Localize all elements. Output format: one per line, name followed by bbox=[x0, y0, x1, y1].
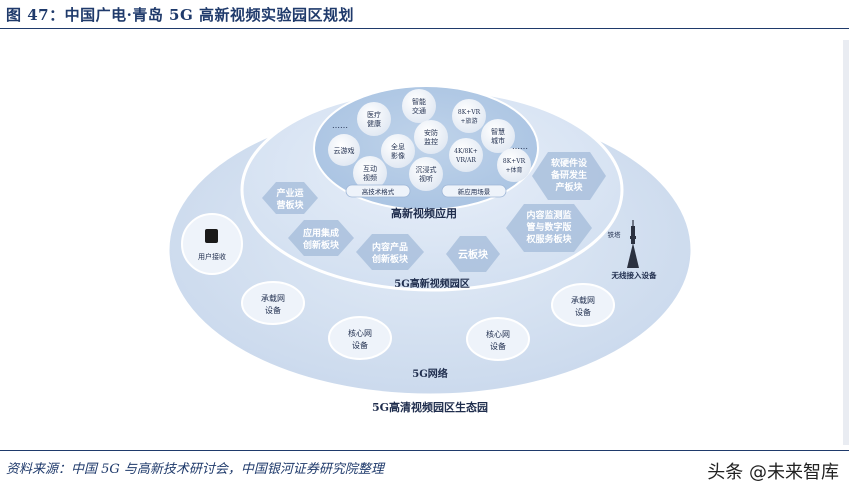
svg-text:核心网: 核心网 bbox=[486, 329, 510, 339]
app-bubble-8k-vr-sports: 8K+VR +体育 bbox=[497, 148, 531, 182]
svg-text:备研发生: 备研发生 bbox=[550, 169, 587, 181]
app-bubble-healthcare: 医疗 健康 bbox=[357, 102, 391, 136]
network-node-core-right: 核心网 设备 bbox=[466, 317, 530, 361]
source-divider bbox=[0, 450, 849, 451]
svg-text:4K/8K+: 4K/8K+ bbox=[454, 148, 478, 155]
svg-text:设备: 设备 bbox=[265, 305, 281, 315]
user-access-node: 用户接收 bbox=[181, 213, 243, 275]
source-note: 资料来源：中国 5G 与高新技术研讨会，中国银河证券研究院整理 bbox=[6, 462, 384, 477]
svg-text:互动: 互动 bbox=[363, 164, 377, 173]
app-bubble-8k-vr-tourism: 8K+VR +旅游 bbox=[452, 99, 486, 133]
page-edge bbox=[843, 40, 849, 445]
network-label: 5G网络 bbox=[412, 367, 448, 380]
svg-text:内容产品: 内容产品 bbox=[372, 241, 408, 253]
wireless-label: 无线接入设备 bbox=[611, 270, 657, 280]
svg-text:软硬件设: 软硬件设 bbox=[551, 157, 588, 169]
svg-text:营板块: 营板块 bbox=[276, 199, 304, 211]
svg-text:VR/AR: VR/AR bbox=[455, 157, 476, 164]
svg-text:监控: 监控 bbox=[424, 137, 438, 146]
svg-text:云游戏: 云游戏 bbox=[334, 146, 355, 155]
svg-text:创新板块: 创新板块 bbox=[302, 239, 340, 251]
svg-text:核心网: 核心网 bbox=[348, 328, 372, 338]
svg-text:视听: 视听 bbox=[419, 174, 433, 183]
svg-text:沉浸式: 沉浸式 bbox=[416, 165, 437, 174]
svg-text:交通: 交通 bbox=[412, 106, 426, 115]
svg-text:产板块: 产板块 bbox=[555, 181, 583, 193]
hex-content-product: 内容产品 创新板块 bbox=[356, 234, 424, 270]
tab-high-tech-format: 高技术格式 bbox=[345, 184, 411, 198]
svg-text:承载网: 承载网 bbox=[571, 295, 595, 305]
svg-text:云板块: 云板块 bbox=[458, 248, 489, 261]
svg-text:创新板块: 创新板块 bbox=[371, 253, 409, 265]
svg-text:安防: 安防 bbox=[424, 128, 438, 137]
svg-text:设备: 设备 bbox=[490, 341, 506, 351]
svg-text:智慧: 智慧 bbox=[491, 127, 505, 136]
svg-text:8K+VR: 8K+VR bbox=[503, 158, 526, 165]
svg-text:管与数字版: 管与数字版 bbox=[526, 221, 571, 233]
svg-text:影像: 影像 bbox=[391, 151, 405, 160]
svg-text:城市: 城市 bbox=[491, 136, 505, 145]
app-ellipsis-right: …… bbox=[512, 142, 528, 151]
application-label: 高新视频应用 bbox=[391, 206, 457, 220]
network-node-core-left: 核心网 设备 bbox=[328, 316, 392, 360]
svg-text:高技术格式: 高技术格式 bbox=[362, 187, 395, 196]
watermark: 头条 @未来智库 bbox=[707, 462, 839, 483]
app-bubble-security: 安防 监控 bbox=[414, 120, 448, 154]
svg-text:智能: 智能 bbox=[412, 97, 426, 106]
app-bubble-interactive-video: 互动 视频 bbox=[353, 156, 387, 190]
app-bubble-smart-city: 智慧 城市 bbox=[481, 119, 515, 153]
app-bubble-cloud-gaming: 云游戏 bbox=[328, 134, 360, 166]
network-node-bearer-left: 承载网 设备 bbox=[241, 281, 305, 325]
svg-text:+旅游: +旅游 bbox=[460, 117, 477, 125]
network-node-bearer-right: 承载网 设备 bbox=[551, 283, 615, 327]
title-divider bbox=[0, 28, 849, 29]
tab-new-scenarios: 新应用场景 bbox=[441, 184, 507, 198]
svg-text:应用集成: 应用集成 bbox=[303, 227, 339, 239]
svg-text:设备: 设备 bbox=[575, 307, 591, 317]
svg-text:健康: 健康 bbox=[367, 119, 381, 128]
svg-text:视频: 视频 bbox=[363, 173, 377, 182]
hex-industry-operation: 产业运 营板块 bbox=[262, 182, 318, 214]
app-bubble-hologram: 全息 影像 bbox=[381, 134, 415, 168]
app-bubble-4k8k-vr-ar: 4K/8K+ VR/AR bbox=[449, 138, 483, 172]
hex-hardware-rd: 软硬件设 备研发生 产板块 bbox=[532, 152, 606, 200]
hex-app-integration: 应用集成 创新板块 bbox=[288, 220, 354, 256]
svg-text:8K+VR: 8K+VR bbox=[458, 109, 481, 116]
app-ellipsis-left: …… bbox=[332, 121, 348, 130]
hex-content-monitoring: 内容监测监 管与数字版 权服务板块 bbox=[506, 204, 592, 252]
set-top-box-icon bbox=[205, 229, 218, 243]
svg-text:+体育: +体育 bbox=[505, 166, 522, 174]
svg-text:新应用场景: 新应用场景 bbox=[458, 187, 491, 196]
app-bubble-immersive: 沉浸式 视听 bbox=[409, 157, 443, 191]
svg-text:承载网: 承载网 bbox=[261, 293, 285, 303]
app-bubble-smart-transport: 智能 交通 bbox=[402, 89, 436, 123]
ecosystem-label: 5G高清视频园区生态园 bbox=[372, 400, 488, 414]
svg-text:用户接收: 用户接收 bbox=[198, 252, 226, 261]
svg-text:产业运: 产业运 bbox=[276, 187, 304, 199]
tower-label: 铁塔 bbox=[608, 230, 622, 239]
svg-text:内容监测监: 内容监测监 bbox=[526, 209, 571, 221]
svg-text:医疗: 医疗 bbox=[367, 110, 381, 119]
hex-cloud: 云板块 bbox=[446, 236, 500, 272]
svg-text:权服务板块: 权服务板块 bbox=[525, 233, 572, 245]
figure-title: 图 47：中国广电·青岛 5G 高新视频实验园区规划 bbox=[6, 6, 355, 24]
park-label: 5G高新视频园区 bbox=[394, 277, 470, 290]
svg-text:全息: 全息 bbox=[391, 142, 405, 151]
tower-icon bbox=[627, 220, 639, 268]
svg-text:设备: 设备 bbox=[352, 340, 368, 350]
